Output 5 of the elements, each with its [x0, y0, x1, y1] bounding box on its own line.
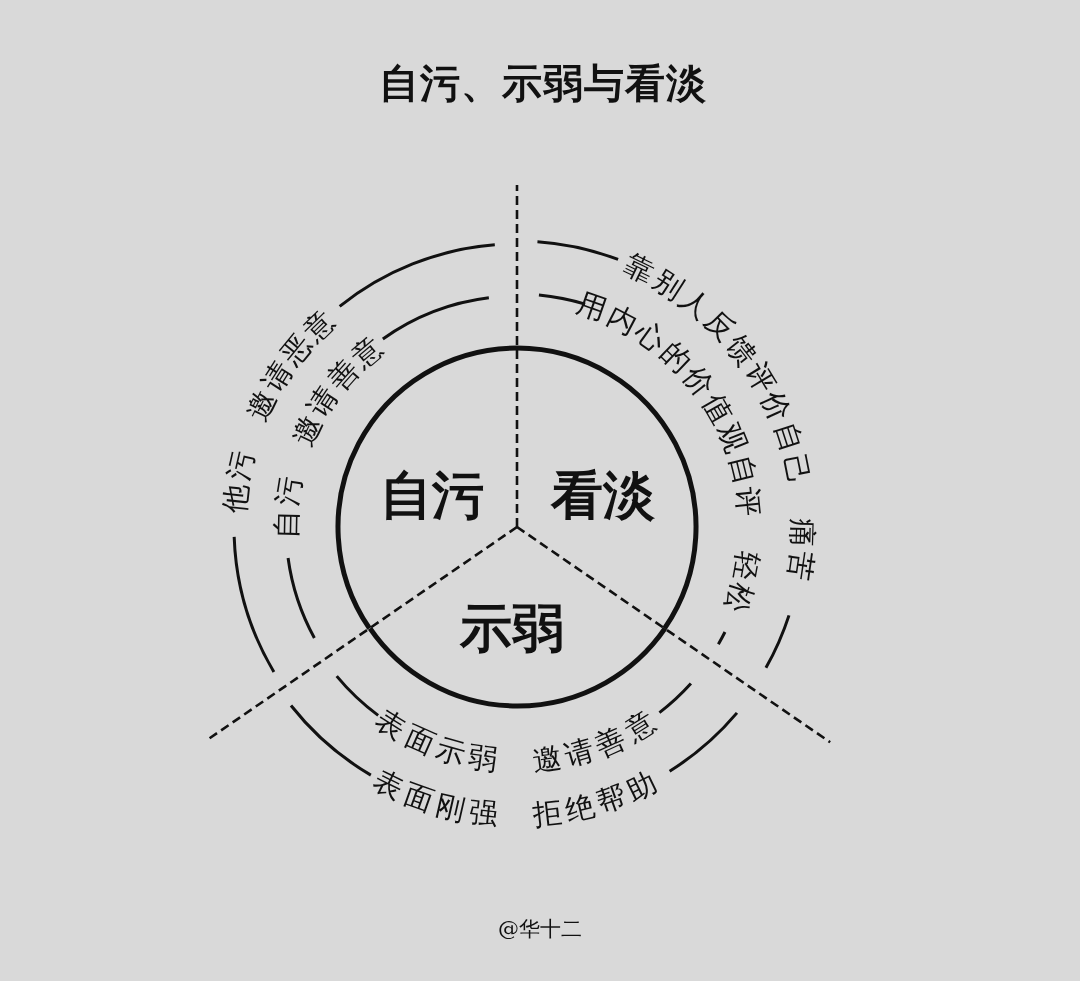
sector-label: 示弱 [460, 600, 564, 656]
sector-label: 自污 [380, 467, 484, 523]
author-credit: @华十二 [498, 917, 582, 943]
sector-label: 看淡 [551, 467, 655, 523]
title: 自污、示弱与看淡 [379, 60, 707, 106]
